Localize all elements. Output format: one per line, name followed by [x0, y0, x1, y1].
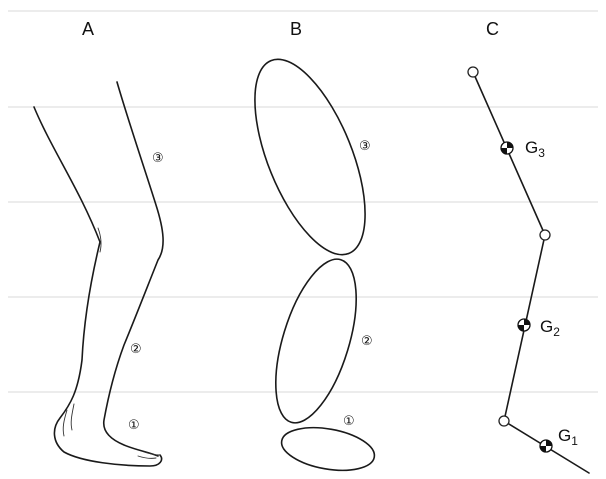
foot-ellipse [280, 426, 376, 472]
link-chain [472, 71, 590, 474]
g1-label: G1 [558, 426, 578, 448]
panel-a-shank-label: ② [130, 342, 142, 357]
panel-a-foot-label: ① [128, 418, 140, 433]
knee-crease [97, 227, 102, 253]
panel-b-foot-label: ① [343, 414, 355, 429]
g2-subscript: 2 [553, 325, 560, 339]
knee-joint [539, 229, 551, 241]
toe-line [137, 455, 157, 459]
g3-letter: G [525, 138, 538, 157]
guide-lines [8, 10, 598, 393]
panel-b-thigh-label: ③ [359, 139, 371, 154]
ankle-joint [498, 415, 510, 427]
panel-label-b: B [290, 19, 302, 39]
achilles-line [62, 409, 68, 437]
leg-outline-anterior [102, 81, 164, 457]
cog-marker-g1 [539, 439, 553, 453]
hip-joint [467, 66, 479, 78]
ankle-line [70, 403, 75, 431]
g3-label: G3 [525, 138, 545, 160]
panel-label-a: A [82, 19, 94, 39]
leg-outline-posterior [33, 106, 163, 467]
thigh-ellipse [254, 58, 366, 256]
panel-label-c: C [486, 19, 499, 39]
g2-label: G2 [540, 317, 560, 339]
g3-subscript: 3 [538, 146, 545, 160]
cog-marker-g3 [500, 141, 514, 155]
panel-b-shank-label: ② [361, 334, 373, 349]
cog-marker-g2 [517, 318, 531, 332]
stick-model [467, 66, 590, 474]
leg-drawing [33, 81, 164, 467]
ellipse-model [254, 58, 376, 472]
shank-ellipse [275, 258, 357, 424]
g1-letter: G [558, 426, 571, 445]
panel-a-thigh-label: ③ [152, 151, 164, 166]
g2-letter: G [540, 317, 553, 336]
g1-subscript: 1 [571, 434, 578, 448]
toe-line-2 [143, 451, 161, 456]
